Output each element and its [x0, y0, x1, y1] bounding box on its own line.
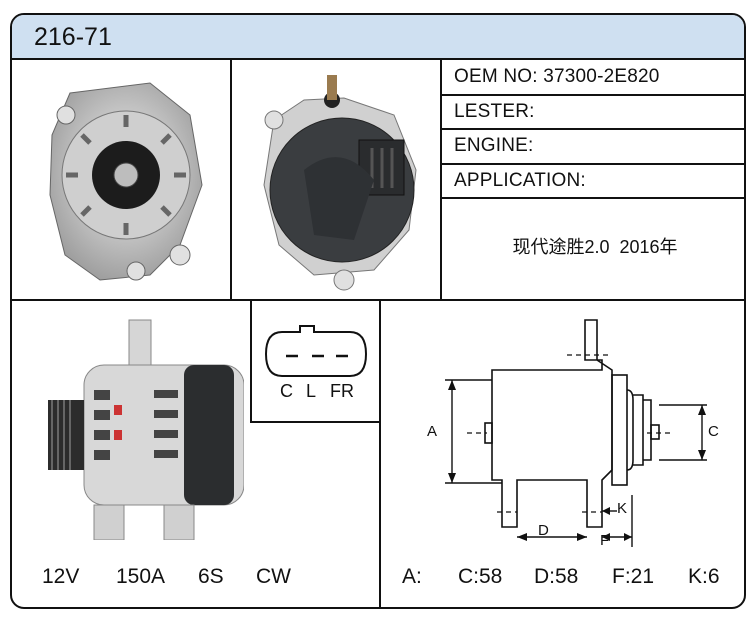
divider-col-1 — [230, 60, 232, 299]
dim-value-c: C:58 — [458, 565, 503, 588]
dim-label-f: F — [600, 532, 610, 549]
oem-value: 37300-2E820 — [543, 66, 660, 87]
dim-label-d: D — [538, 522, 549, 539]
dim-label-a: A — [427, 423, 438, 440]
pulley-value: 6S — [198, 565, 224, 588]
oem-row: OEM NO: 37300-2E820 — [454, 66, 660, 88]
part-number-title: 216-71 — [34, 23, 112, 51]
spec-row-line-2 — [442, 128, 744, 130]
dim-value-d: D:58 — [534, 565, 579, 588]
title-bar: 216-71 — [12, 15, 744, 60]
dim-label-k: K — [617, 500, 628, 517]
spec-row-line-3 — [442, 163, 744, 165]
alternator-rear-photo — [263, 75, 417, 291]
application-value: 现代途胜2.0 2016年 — [512, 237, 678, 257]
alternator-front-photo — [49, 82, 203, 281]
connector-pin-fr: FR — [330, 381, 354, 401]
connector-box-bottom — [250, 421, 380, 423]
spec-row-line-1 — [442, 94, 744, 96]
product-sheet: 216-71 OEM NO: 37300-2E820 LESTER: ENGIN… — [10, 13, 746, 609]
voltage-value: 12V — [42, 565, 80, 588]
connector-box-left — [250, 301, 252, 422]
connector-diagram — [264, 325, 368, 377]
engine-label: ENGINE: — [454, 135, 534, 156]
dim-value-k: K:6 — [688, 565, 720, 588]
rotation-value: CW — [256, 565, 291, 588]
dim-label-c: C — [708, 423, 719, 440]
spec-row-line-4 — [442, 197, 744, 199]
divider-col-3 — [379, 301, 381, 607]
oem-label: OEM NO: — [454, 66, 538, 87]
divider-col-2 — [440, 60, 442, 299]
lester-label: LESTER: — [454, 101, 535, 122]
application-label: APPLICATION: — [454, 170, 586, 191]
amperage-value: 150A — [116, 565, 166, 588]
connector-pin-l: L — [306, 381, 317, 401]
dimension-drawing — [445, 319, 707, 547]
divider-row — [12, 299, 744, 301]
alternator-side-photo — [48, 319, 244, 540]
dim-value-f: F:21 — [612, 565, 655, 588]
dim-value-a: A: — [402, 565, 422, 588]
connector-pin-c: C — [280, 381, 293, 401]
